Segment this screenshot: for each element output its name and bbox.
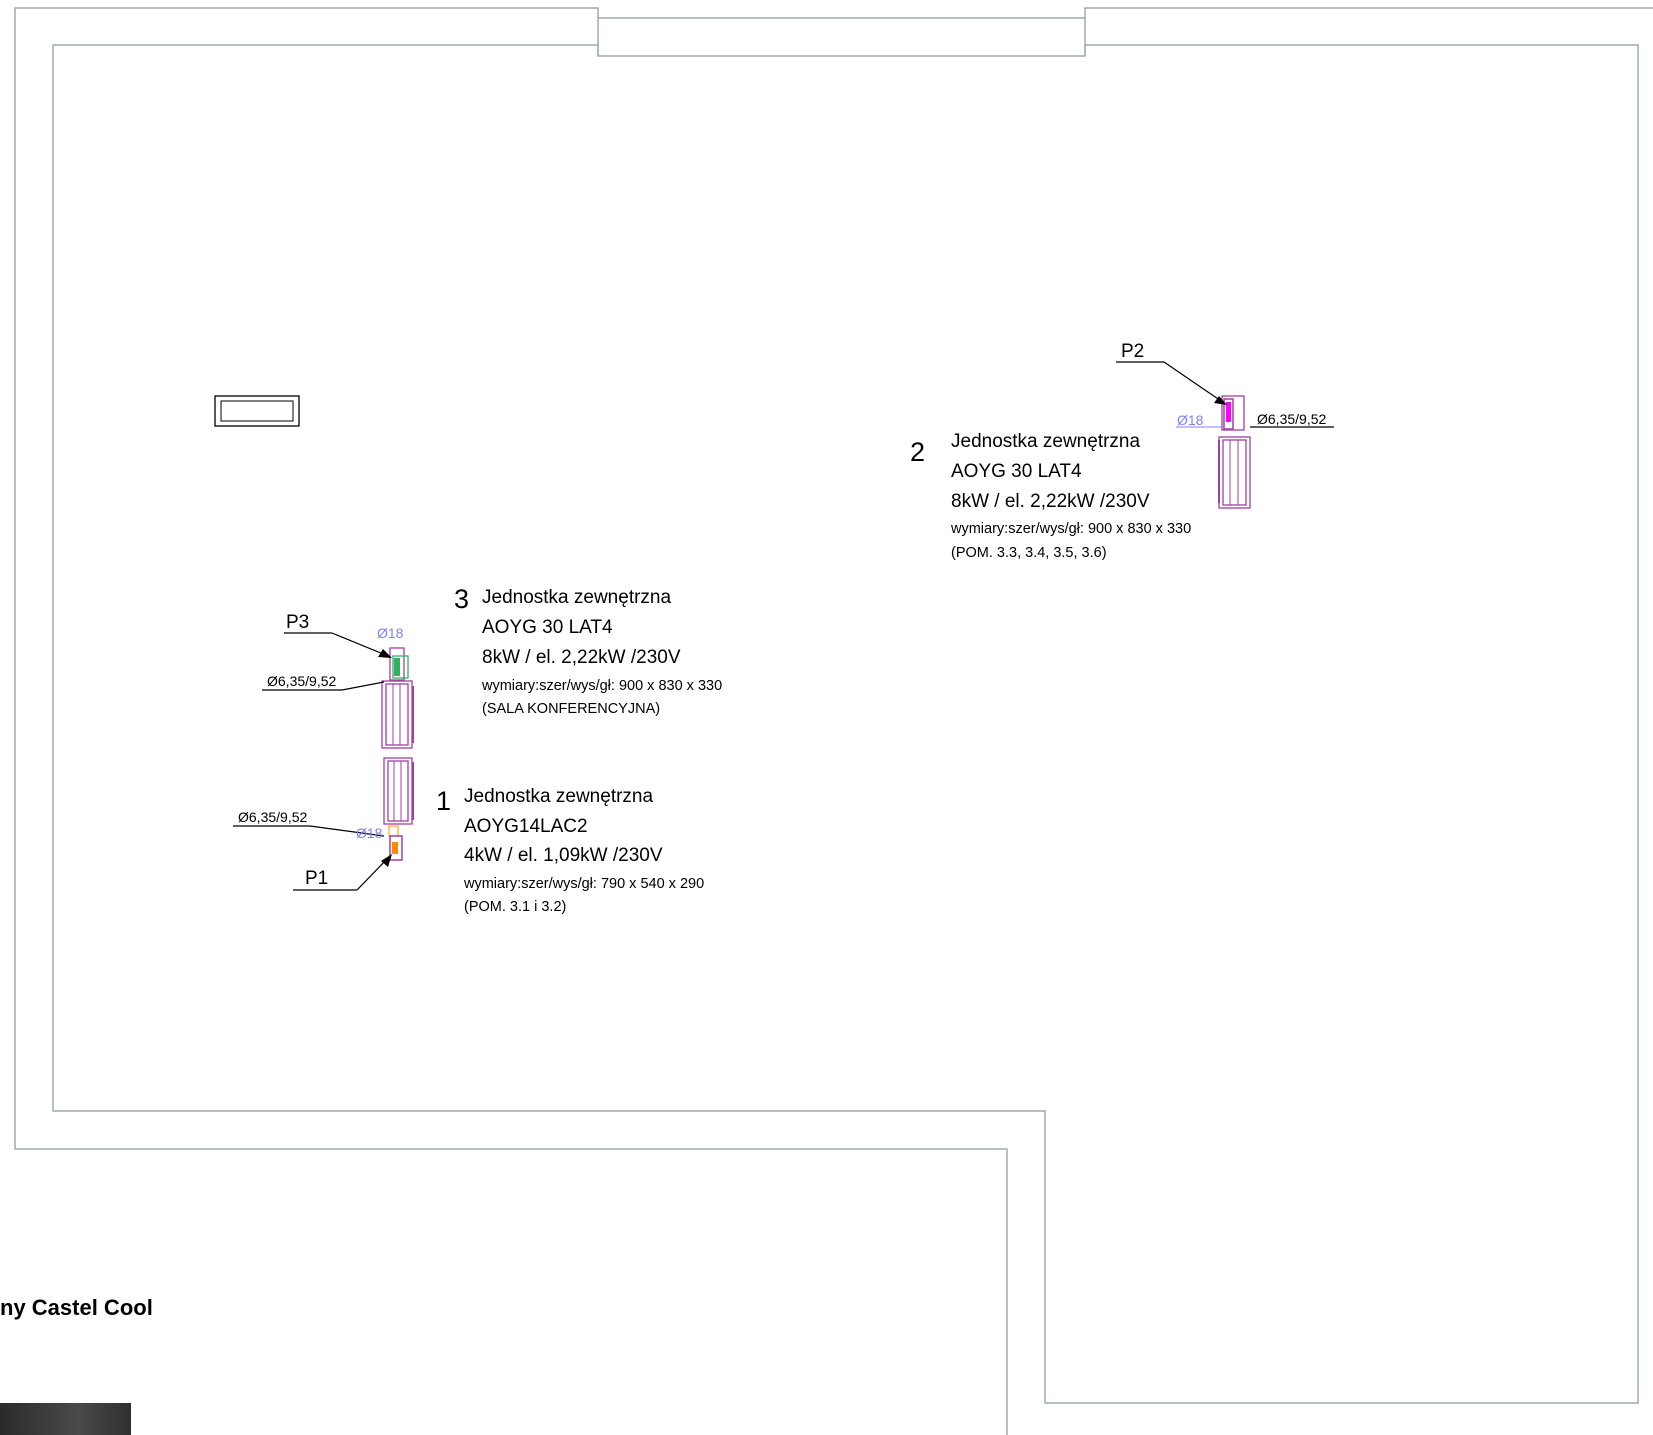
- unit1-title: Jednostka zewnętrzna: [464, 786, 653, 807]
- unit2-power: 8kW / el. 2,22kW /230V: [951, 491, 1150, 512]
- drain-label-unit2: Ø18: [1177, 412, 1204, 428]
- inner-wall: [52, 44, 1639, 1404]
- unit2-model: AOYG 30 LAT4: [951, 461, 1082, 482]
- unit2-rooms: (POM. 3.3, 3.4, 3.5, 3.6): [951, 545, 1107, 561]
- drain-label-unit1: Ø18: [356, 825, 383, 841]
- unit1-dimensions: wymiary:szer/wys/gł: 790 x 540 x 290: [463, 876, 704, 892]
- unit3-power: 8kW / el. 2,22kW /230V: [482, 647, 681, 668]
- unit3-model: AOYG 30 LAT4: [482, 617, 613, 638]
- company-name: ny Castel Cool: [0, 1295, 153, 1320]
- drain-label-unit3: Ø18: [377, 625, 404, 641]
- unit3-title: Jednostka zewnętrzna: [482, 587, 671, 608]
- pipe-size-unit1: Ø6,35/9,52: [238, 809, 307, 825]
- outdoor-unit-1: [383, 757, 414, 861]
- unit2-title: Jednostka zewnętrzna: [951, 431, 1140, 452]
- pipe-label-p3: P3: [286, 612, 309, 633]
- unit3-rooms: (SALA KONFERENCYJNA): [482, 701, 660, 717]
- roof-opening: [214, 395, 300, 427]
- pipe-label-p2: P2: [1121, 341, 1144, 362]
- outdoor-unit-2: [1218, 395, 1251, 509]
- pipe-size-unit2: Ø6,35/9,52: [1257, 411, 1326, 427]
- unit-number-1: 1: [436, 786, 451, 816]
- pipe-label-p1: P1: [305, 868, 328, 889]
- unit1-rooms: (POM. 3.1 i 3.2): [464, 899, 566, 915]
- unit1-model: AOYG14LAC2: [464, 816, 588, 837]
- unit1-power: 4kW / el. 1,09kW /230V: [464, 845, 663, 866]
- photo-thumbnail: [0, 1403, 131, 1435]
- building-walls: [14, 7, 1653, 1435]
- unit-number-2: 2: [910, 437, 925, 467]
- outer-wall: [14, 7, 1653, 1149]
- unit2-dimensions: wymiary:szer/wys/gł: 900 x 830 x 330: [950, 521, 1191, 537]
- unit-number-3: 3: [454, 584, 469, 614]
- unit3-dimensions: wymiary:szer/wys/gł: 900 x 830 x 330: [481, 678, 722, 694]
- pipe-size-unit3: Ø6,35/9,52: [267, 673, 336, 689]
- leader-lines: [233, 361, 1334, 891]
- outer-wall-lower: [15, 1148, 1008, 1435]
- outdoor-unit-3: [381, 647, 414, 749]
